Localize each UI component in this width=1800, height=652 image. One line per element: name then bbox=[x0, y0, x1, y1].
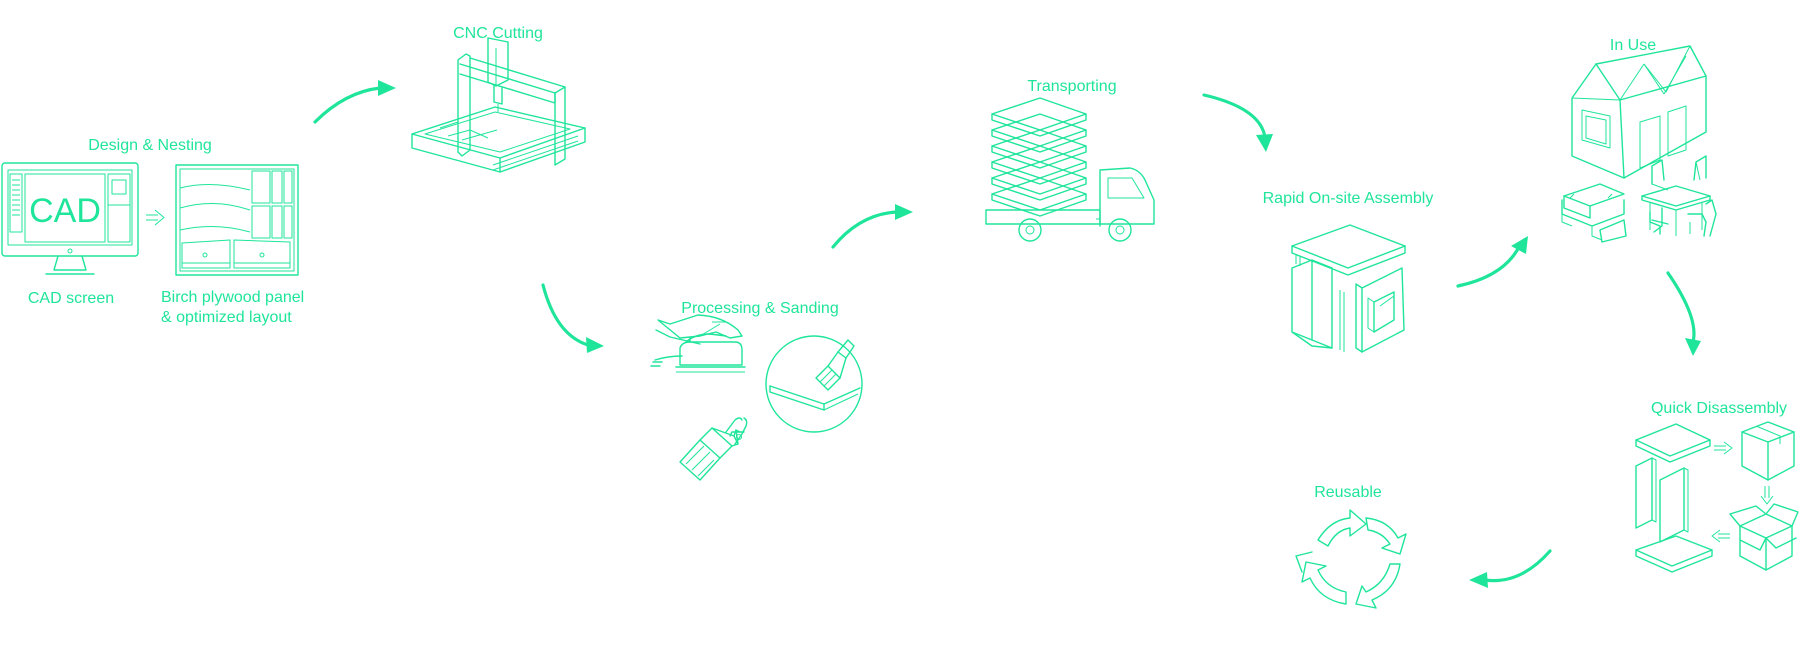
label-in-use: In Use bbox=[1610, 37, 1656, 54]
truck-icon bbox=[985, 167, 1155, 242]
sander-hand-icon bbox=[650, 314, 746, 373]
label-processing: Processing & Sanding bbox=[681, 300, 838, 317]
cad-screen-text: CAD bbox=[29, 192, 101, 230]
label-reusable: Reusable bbox=[1314, 484, 1382, 501]
flow-arrow-5 bbox=[1456, 236, 1528, 288]
flow-arrow-7 bbox=[1469, 549, 1552, 588]
sofa-icon bbox=[1561, 183, 1627, 243]
label-plywood-1: Birch plywood panel bbox=[161, 289, 304, 306]
closed-box-icon bbox=[1741, 421, 1795, 481]
cnc-machine-icon bbox=[411, 37, 586, 173]
flow-arrow-3 bbox=[831, 204, 913, 249]
flow-arrow-4 bbox=[1202, 93, 1273, 152]
label-design: Design & Nesting bbox=[88, 137, 212, 154]
paint-brush-icon bbox=[679, 417, 748, 481]
module-assembly-icon bbox=[1291, 224, 1406, 353]
plywood-layout-icon bbox=[175, 164, 299, 276]
panel-stack-icon bbox=[991, 97, 1087, 217]
flow-arrow-1 bbox=[313, 80, 396, 124]
flow-arrow-6 bbox=[1666, 271, 1701, 356]
flat-panels-icon bbox=[1635, 423, 1713, 573]
flow-arrow-2 bbox=[541, 283, 604, 353]
label-assembly: Rapid On-site Assembly bbox=[1263, 190, 1434, 207]
nesting-arrow-icon bbox=[146, 209, 165, 226]
recycle-icon bbox=[1295, 509, 1407, 609]
label-cad-screen: CAD screen bbox=[28, 290, 114, 307]
label-plywood-2: & optimized layout bbox=[161, 309, 292, 326]
label-cnc: CNC Cutting bbox=[453, 25, 543, 42]
disassembly-arrows-icon bbox=[1711, 441, 1774, 543]
cad-monitor-icon: CAD bbox=[1, 162, 139, 275]
table-chairs-icon bbox=[1641, 155, 1717, 237]
label-transporting: Transporting bbox=[1027, 78, 1116, 95]
label-disassembly: Quick Disassembly bbox=[1651, 400, 1787, 417]
panel-brush-detail-icon bbox=[765, 335, 863, 433]
house-icon bbox=[1571, 45, 1707, 179]
open-box-icon bbox=[1729, 503, 1799, 571]
